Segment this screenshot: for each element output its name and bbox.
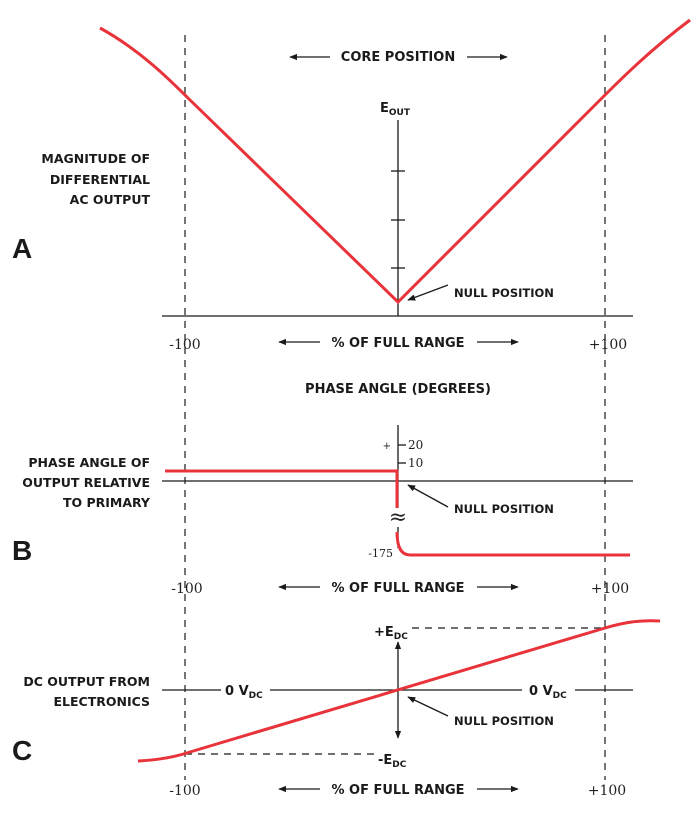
panel-c-side-label-1: DC OUTPUT FROM bbox=[23, 674, 150, 689]
panel-a-side-label-3: AC OUTPUT bbox=[70, 192, 151, 207]
panel-a-x-label: % OF FULL RANGE bbox=[331, 336, 464, 351]
panel-a-magnitude-curve bbox=[99, 18, 691, 305]
panel-b-null-label: NULL POSITION bbox=[454, 502, 554, 516]
panel-b-tick-20: 20 bbox=[408, 438, 423, 452]
panel-b-x-left-tick: -100 bbox=[171, 581, 202, 597]
core-position-label: CORE POSITION bbox=[341, 50, 455, 65]
zero-vdc-left-label: 0 VDC bbox=[225, 684, 263, 701]
panel-c-x-label: % OF FULL RANGE bbox=[331, 783, 464, 798]
panel-b-axis-break: ≈ bbox=[389, 505, 407, 530]
zero-vdc-right-label: 0 VDC bbox=[529, 684, 567, 701]
panel-a-x-left-tick: -100 bbox=[169, 337, 200, 353]
minus-edc-label: -EDC bbox=[378, 753, 407, 770]
panel-b-null-arrow bbox=[407, 484, 449, 508]
panel-c-side-label-2: ELECTRONICS bbox=[53, 694, 150, 709]
panel-a-letter: A bbox=[12, 233, 32, 264]
panel-a: A CORE POSITION EOUT MAGNITUDE OF DIFFER… bbox=[12, 18, 691, 353]
panel-b-tick-10: 10 bbox=[408, 456, 423, 470]
panel-a-side-label-1: MAGNITUDE OF bbox=[41, 151, 150, 166]
panel-b-x-right-tick: +100 bbox=[591, 581, 629, 597]
panel-c-dc-output-curve bbox=[137, 619, 661, 763]
plus-edc-label: +EDC bbox=[374, 625, 408, 642]
panel-b-side-label-2: OUTPUT RELATIVE bbox=[22, 475, 150, 490]
panel-b-tick-neg175: -175 bbox=[368, 547, 393, 560]
panel-b-phase-curve-upper bbox=[165, 469, 399, 508]
panel-a-null-arrow bbox=[407, 284, 449, 301]
panel-c-letter: C bbox=[12, 735, 32, 766]
panel-b-x-label: % OF FULL RANGE bbox=[331, 581, 464, 596]
panel-c: C DC OUTPUT FROM ELECTRONICS +EDC -EDC 0… bbox=[12, 619, 661, 799]
panel-c-x-left-tick: -100 bbox=[169, 783, 200, 799]
panel-a-x-right-tick: +100 bbox=[589, 337, 627, 353]
panel-a-null-label: NULL POSITION bbox=[454, 286, 554, 300]
panel-c-null-arrow bbox=[407, 696, 449, 717]
panel-b-axis-title: PHASE ANGLE (DEGREES) bbox=[305, 382, 491, 397]
panel-b-letter: B bbox=[12, 535, 32, 566]
panel-b-side-label-3: TO PRIMARY bbox=[63, 495, 151, 510]
panel-b-plus-sign: + bbox=[383, 441, 391, 452]
panel-c-null-label: NULL POSITION bbox=[454, 714, 554, 728]
panel-b-side-label-1: PHASE ANGLE OF bbox=[28, 455, 150, 470]
panel-b: B PHASE ANGLE (DEGREES) PHASE ANGLE OF O… bbox=[12, 382, 633, 597]
eout-label: EOUT bbox=[380, 101, 411, 118]
panel-c-x-right-tick: +100 bbox=[588, 783, 626, 799]
panel-a-side-label-2: DIFFERENTIAL bbox=[50, 172, 150, 187]
panel-b-phase-curve-lower bbox=[395, 531, 630, 557]
